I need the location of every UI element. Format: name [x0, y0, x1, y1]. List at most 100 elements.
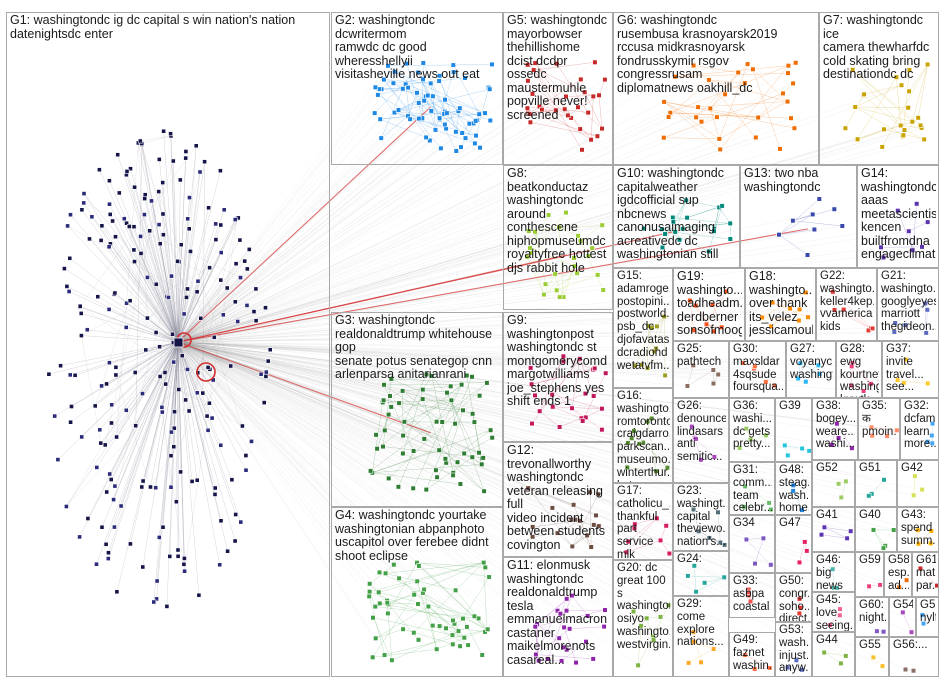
- vertex[interactable]: [787, 305, 793, 312]
- vertex[interactable]: [577, 126, 583, 132]
- vertex[interactable]: [69, 404, 74, 409]
- vertex[interactable]: [411, 630, 417, 636]
- vertex[interactable]: [436, 73, 443, 79]
- vertex[interactable]: [211, 334, 217, 340]
- vertex[interactable]: [803, 379, 809, 385]
- vertex[interactable]: [722, 91, 728, 97]
- vertex[interactable]: [261, 400, 267, 405]
- vertex[interactable]: [900, 609, 906, 615]
- vertex[interactable]: [205, 364, 211, 370]
- vertex[interactable]: [94, 464, 100, 470]
- vertex[interactable]: [571, 255, 577, 261]
- vertex[interactable]: [599, 222, 605, 228]
- vertex[interactable]: [436, 78, 442, 84]
- vertex[interactable]: [903, 577, 910, 583]
- vertex[interactable]: [690, 506, 697, 513]
- vertex[interactable]: [465, 642, 471, 648]
- vertex[interactable]: [78, 310, 84, 316]
- vertex[interactable]: [423, 134, 429, 141]
- group-box-g4[interactable]: G4: washingtondc yourtake washingtonian …: [331, 507, 503, 677]
- vertex[interactable]: [396, 575, 402, 581]
- vertex[interactable]: [476, 111, 482, 117]
- vertex[interactable]: [168, 131, 173, 137]
- vertex[interactable]: [200, 390, 206, 396]
- vertex[interactable]: [420, 386, 426, 393]
- vertex[interactable]: [894, 377, 901, 383]
- vertex[interactable]: [901, 380, 907, 386]
- group-box-g55[interactable]: G55: [855, 637, 889, 677]
- vertex[interactable]: [142, 196, 148, 201]
- vertex[interactable]: [563, 608, 570, 614]
- group-box-g6[interactable]: G6: washingtondc rusembusa krasnoyarsk20…: [613, 12, 819, 165]
- group-box-g53[interactable]: G53: wash... injust... anyw...: [775, 622, 812, 677]
- vertex[interactable]: [685, 573, 691, 579]
- vertex[interactable]: [471, 613, 478, 619]
- vertex[interactable]: [624, 464, 630, 471]
- vertex[interactable]: [438, 145, 444, 151]
- vertex[interactable]: [455, 628, 462, 634]
- vertex[interactable]: [170, 158, 176, 164]
- vertex[interactable]: [482, 110, 488, 116]
- vertex[interactable]: [124, 300, 129, 306]
- vertex[interactable]: [221, 207, 227, 213]
- vertex[interactable]: [204, 413, 210, 419]
- vertex[interactable]: [532, 229, 538, 235]
- vertex[interactable]: [689, 423, 695, 430]
- vertex[interactable]: [837, 606, 843, 612]
- vertex[interactable]: [184, 294, 189, 300]
- vertex[interactable]: [166, 294, 171, 300]
- group-box-g17[interactable]: G17: catholicu_... thankful part service…: [613, 483, 673, 560]
- vertex[interactable]: [569, 405, 575, 411]
- vertex[interactable]: [420, 396, 426, 402]
- vertex[interactable]: [816, 196, 822, 202]
- vertex[interactable]: [436, 115, 443, 121]
- vertex[interactable]: [67, 255, 73, 261]
- vertex[interactable]: [106, 550, 111, 556]
- vertex[interactable]: [121, 216, 127, 222]
- vertex[interactable]: [644, 365, 651, 371]
- vertex[interactable]: [557, 294, 563, 300]
- vertex[interactable]: [385, 411, 392, 418]
- vertex[interactable]: [395, 484, 402, 490]
- vertex[interactable]: [142, 212, 147, 217]
- vertex[interactable]: [896, 584, 902, 590]
- vertex[interactable]: [183, 397, 188, 403]
- vertex[interactable]: [246, 247, 252, 252]
- vertex[interactable]: [743, 536, 749, 543]
- vertex[interactable]: [267, 347, 273, 353]
- vertex[interactable]: [194, 289, 200, 295]
- vertex[interactable]: [153, 281, 159, 287]
- vertex[interactable]: [147, 228, 153, 234]
- vertex[interactable]: [583, 414, 589, 421]
- vertex[interactable]: [746, 589, 752, 595]
- vertex[interactable]: [401, 419, 408, 425]
- vertex[interactable]: [156, 157, 162, 162]
- vertex[interactable]: [469, 374, 475, 380]
- vertex[interactable]: [163, 381, 169, 387]
- vertex[interactable]: [421, 586, 427, 593]
- vertex[interactable]: [489, 435, 495, 441]
- vertex[interactable]: [107, 201, 112, 207]
- vertex[interactable]: [153, 485, 159, 491]
- vertex[interactable]: [443, 625, 449, 631]
- vertex[interactable]: [631, 525, 638, 531]
- vertex[interactable]: [391, 110, 398, 116]
- vertex[interactable]: [707, 105, 713, 111]
- vertex[interactable]: [915, 527, 921, 533]
- vertex[interactable]: [869, 325, 876, 332]
- vertex[interactable]: [568, 517, 574, 523]
- vertex[interactable]: [157, 241, 163, 247]
- vertex[interactable]: [484, 380, 490, 386]
- vertex[interactable]: [821, 524, 827, 530]
- vertex[interactable]: [763, 432, 769, 438]
- vertex[interactable]: [381, 652, 388, 658]
- vertex[interactable]: [879, 663, 886, 669]
- vertex[interactable]: [854, 136, 861, 142]
- vertex[interactable]: [532, 392, 538, 399]
- vertex[interactable]: [835, 481, 842, 487]
- vertex[interactable]: [132, 259, 137, 264]
- vertex[interactable]: [691, 639, 697, 645]
- vertex[interactable]: [810, 211, 816, 218]
- vertex[interactable]: [659, 244, 666, 251]
- vertex[interactable]: [591, 393, 597, 399]
